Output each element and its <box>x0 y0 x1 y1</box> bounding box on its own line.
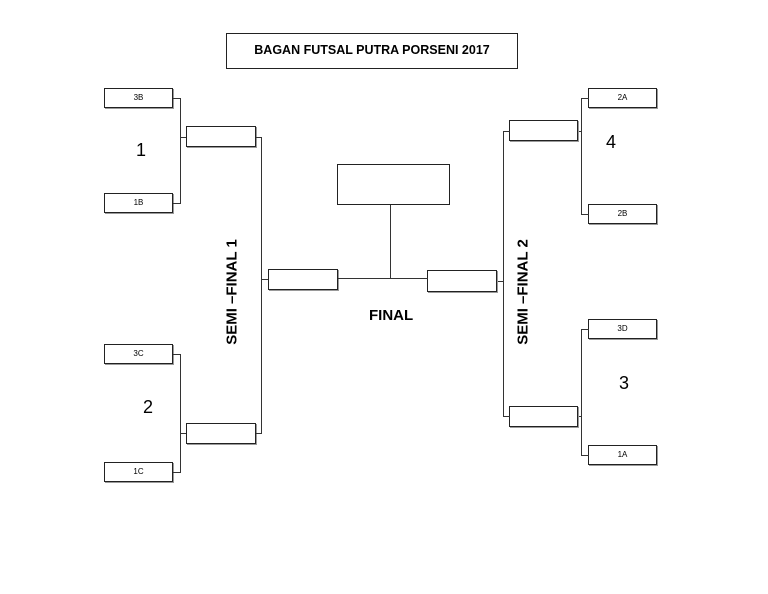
group-number-4: 4 <box>606 132 617 152</box>
team-label: 1C <box>133 467 144 476</box>
champion-box <box>337 164 450 205</box>
qf-winner-box-1 <box>186 126 256 147</box>
team-box-3B: 3B <box>104 88 173 108</box>
team-box-3D: 3D <box>588 319 657 339</box>
connector-line <box>581 98 582 215</box>
connector-line <box>503 131 504 417</box>
connector-line <box>180 137 187 138</box>
qf-winner-box-4 <box>509 120 578 141</box>
connector-line <box>581 98 589 99</box>
connector-line <box>496 281 504 282</box>
connector-line <box>261 279 269 280</box>
connector-line <box>173 354 181 355</box>
connector-line <box>578 131 582 132</box>
qf-winner-box-2 <box>186 423 256 444</box>
team-box-2A: 2A <box>588 88 657 108</box>
connector-line <box>581 455 589 456</box>
connector-line <box>180 354 181 473</box>
team-label: 3C <box>133 349 144 358</box>
team-box-1C: 1C <box>104 462 173 482</box>
team-label: 2B <box>617 209 628 218</box>
team-box-1B: 1B <box>104 193 173 213</box>
connector-line <box>390 204 391 279</box>
connector-line <box>578 416 582 417</box>
connector-line <box>173 98 181 99</box>
connector-line <box>581 214 589 215</box>
team-label: 1A <box>617 450 628 459</box>
semifinal-1-label: SEMI –FINAL 1 <box>223 239 241 345</box>
group-number-3: 3 <box>619 373 630 393</box>
connector-line <box>180 433 187 434</box>
final-label: FINAL <box>369 307 414 324</box>
team-label: 2A <box>617 93 628 102</box>
connector-line <box>256 433 262 434</box>
team-label: 3D <box>617 324 628 333</box>
connector-line <box>261 137 262 434</box>
team-label: 1B <box>133 198 144 207</box>
connector-line <box>256 137 262 138</box>
group-number-1: 1 <box>136 140 147 160</box>
connector-line <box>180 98 181 204</box>
semifinal-2-label: SEMI –FINAL 2 <box>514 239 532 345</box>
qf-winner-box-3 <box>509 406 578 427</box>
sf-winner-box-2 <box>427 270 497 292</box>
connector-line <box>503 416 510 417</box>
team-box-1A: 1A <box>588 445 657 465</box>
bracket-title: BAGAN FUTSAL PUTRA PORSENI 2017 <box>254 43 490 57</box>
connector-line <box>503 131 510 132</box>
group-number-2: 2 <box>143 397 154 417</box>
connector-line <box>581 329 582 456</box>
bracket-title-box: BAGAN FUTSAL PUTRA PORSENI 2017 <box>226 33 518 69</box>
connector-line <box>173 472 181 473</box>
connector-line <box>338 278 428 279</box>
sf-winner-box-1 <box>268 269 338 290</box>
team-box-3C: 3C <box>104 344 173 364</box>
team-box-2B: 2B <box>588 204 657 224</box>
connector-line <box>173 203 181 204</box>
connector-line <box>581 329 589 330</box>
team-label: 3B <box>133 93 144 102</box>
